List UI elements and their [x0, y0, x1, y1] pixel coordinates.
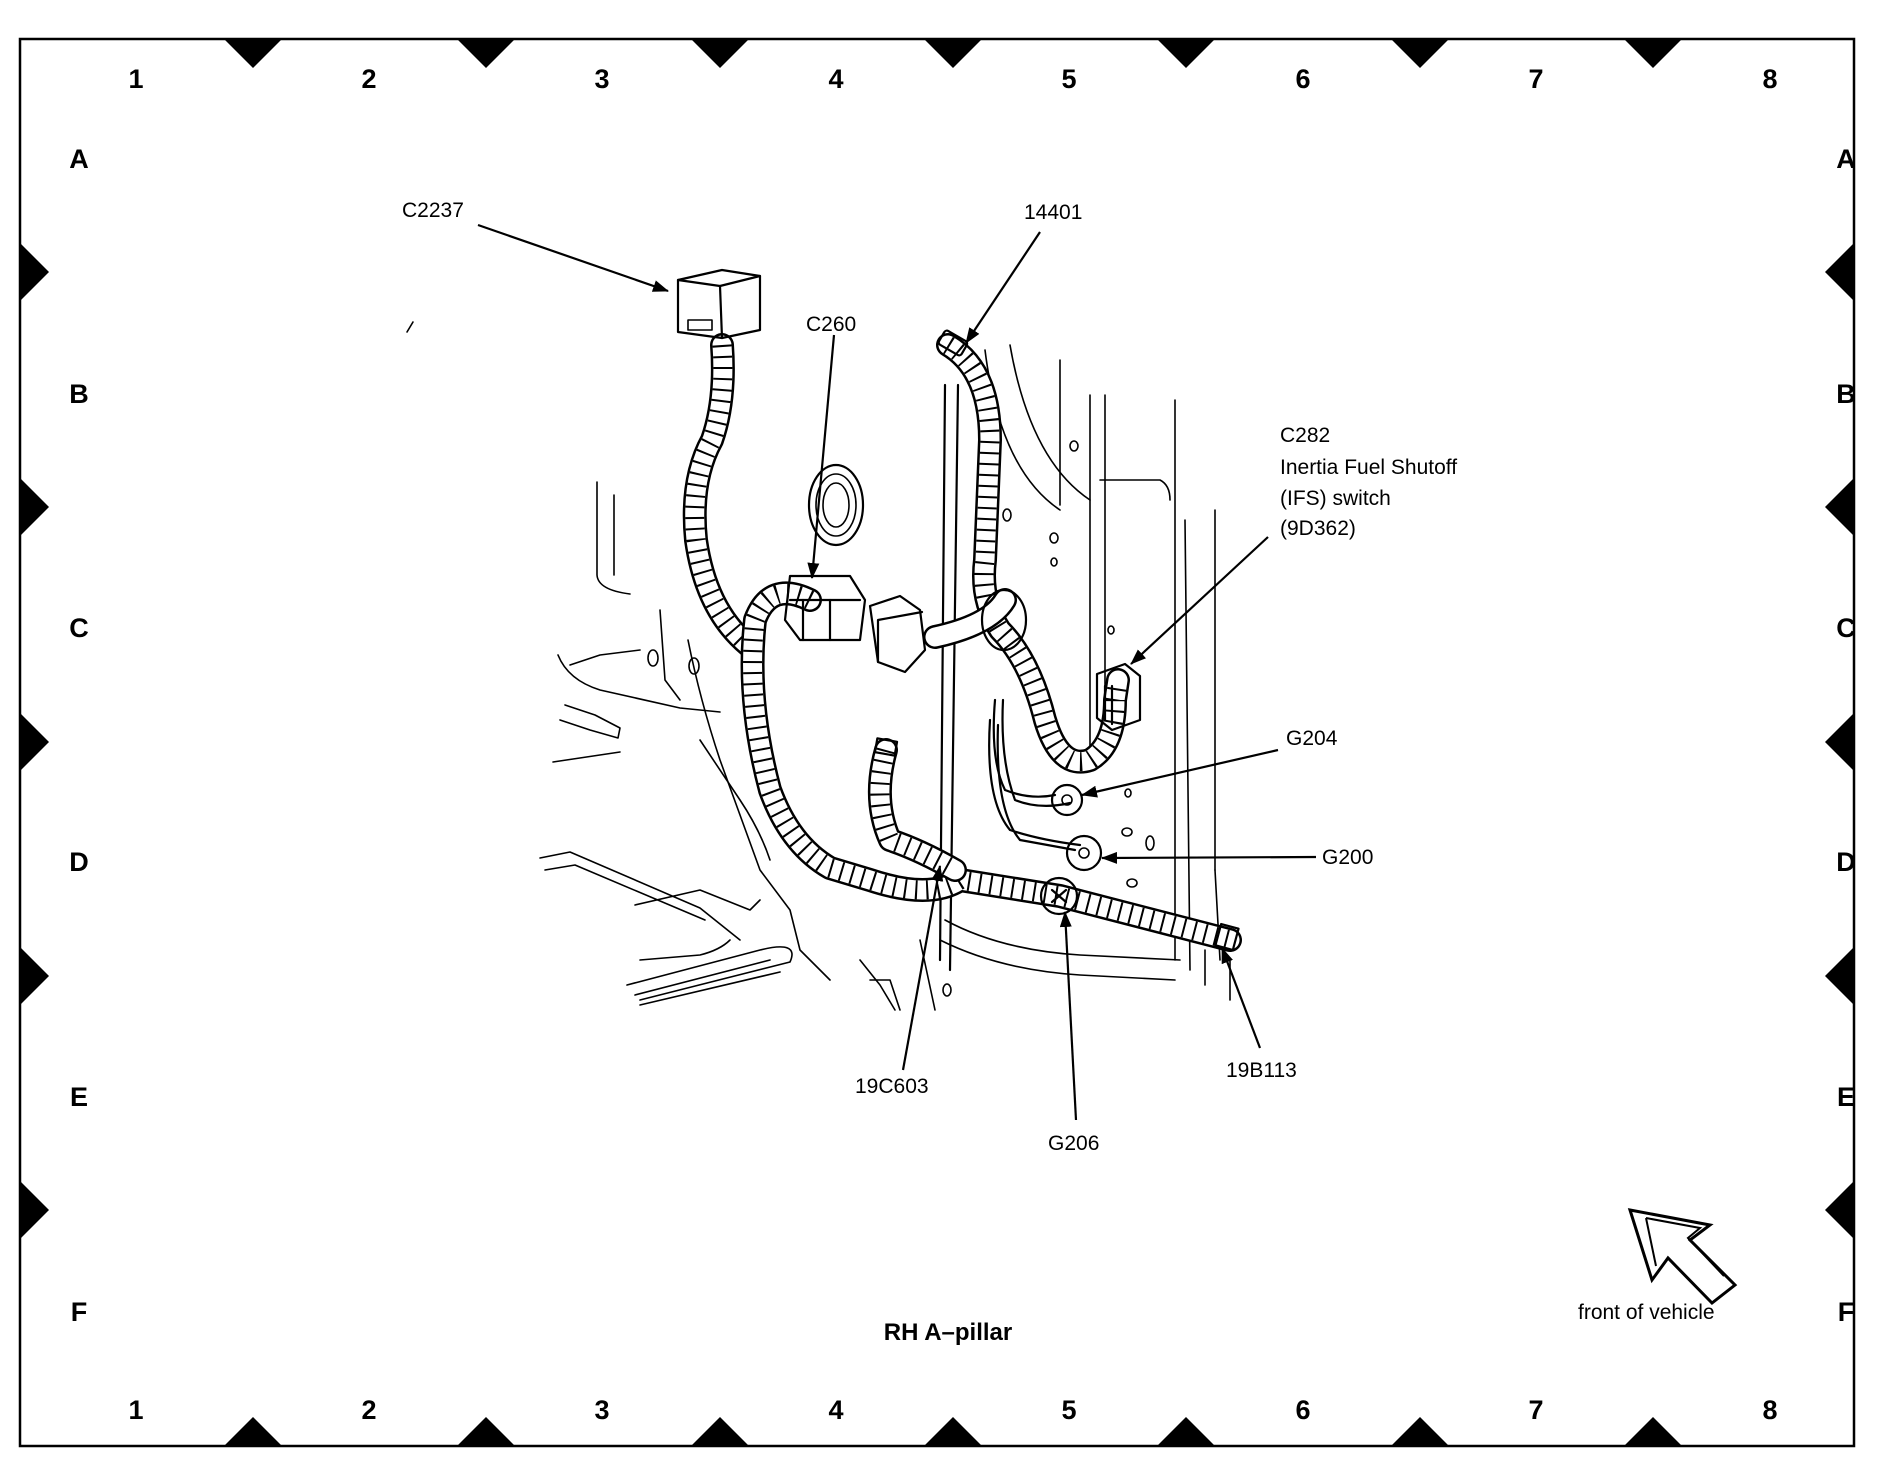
harness-branch-c260: [923, 588, 1028, 652]
grid-col-bottom-2: 2: [361, 1395, 376, 1425]
ground-eyelets: [1039, 783, 1103, 916]
zone-marker-bottom-6: [1392, 1417, 1448, 1445]
zone-marker-right-4: [1825, 948, 1853, 1004]
grid-col-bottom-8: 8: [1762, 1395, 1777, 1425]
label-c260: C260: [806, 313, 856, 336]
grid-row-right-c: C: [1836, 613, 1856, 643]
grid-col-top-3: 3: [594, 64, 609, 94]
callout-leaders: [477, 223, 1317, 1121]
grid-row-left-a: A: [69, 144, 89, 174]
harness-14401: [936, 329, 1130, 774]
connector-c2237: [676, 268, 762, 340]
callout-labels: C2237 14401 C260 C282 Inertia Fuel Shuto…: [402, 199, 1457, 1155]
label-19c603: 19C603: [855, 1075, 929, 1098]
diagram-frame: [18, 37, 1856, 1448]
label-ifs-line2: (IFS) switch: [1280, 487, 1391, 510]
zone-marker-top-4: [925, 40, 981, 68]
zone-marker-top-1: [225, 40, 281, 68]
zone-marker-top-6: [1392, 40, 1448, 68]
grid-col-top-8: 8: [1762, 64, 1777, 94]
label-g200: G200: [1322, 846, 1373, 869]
zone-marker-bottom-4: [925, 1417, 981, 1445]
label-ifs-line1: Inertia Fuel Shutoff: [1280, 456, 1457, 479]
zone-marker-left-2: [21, 479, 49, 535]
direction-arrow-icon: [1627, 1208, 1738, 1306]
zone-marker-top-3: [692, 40, 748, 68]
label-g204: G204: [1286, 727, 1338, 750]
zone-marker-top-5: [1158, 40, 1214, 68]
grid-row-labels-left: A B C D E F: [69, 144, 89, 1327]
label-g206: G206: [1048, 1132, 1099, 1155]
harness-c2237-feed: [682, 333, 760, 657]
grid-col-bottom-5: 5: [1061, 1395, 1076, 1425]
grid-row-right-e: E: [1837, 1082, 1855, 1112]
grid-col-top-5: 5: [1061, 64, 1076, 94]
grid-col-bottom-7: 7: [1528, 1395, 1543, 1425]
connector-c260: [783, 574, 927, 674]
zone-marker-left-4: [21, 948, 49, 1004]
ground-wires: [988, 698, 1082, 852]
grid-row-right-b: B: [1836, 379, 1856, 409]
grid-column-labels-bottom: 1 2 3 4 5 6 7 8: [128, 1395, 1777, 1425]
grid-row-right-f: F: [1838, 1297, 1855, 1327]
zone-marker-right-5: [1825, 1182, 1853, 1238]
grid-col-bottom-1: 1: [128, 1395, 143, 1425]
grid-row-left-b: B: [69, 379, 89, 409]
zone-marker-right-3: [1825, 714, 1853, 770]
front-of-vehicle-label: front of vehicle: [1578, 1301, 1715, 1324]
label-14401: 14401: [1024, 201, 1082, 224]
label-ifs-line3: (9D362): [1280, 517, 1356, 540]
zone-marker-right-1: [1825, 244, 1853, 300]
zone-marker-bottom-5: [1158, 1417, 1214, 1445]
grid-row-left-f: F: [71, 1297, 88, 1327]
grid-col-top-7: 7: [1528, 64, 1543, 94]
zone-marker-bottom-7: [1625, 1417, 1681, 1445]
label-c282: C282: [1280, 424, 1330, 447]
zone-marker-bottom-1: [225, 1417, 281, 1445]
grid-row-right-d: D: [1836, 847, 1856, 877]
label-19b113: 19B113: [1226, 1059, 1297, 1082]
grid-row-right-a: A: [1836, 144, 1856, 174]
grid-col-top-4: 4: [828, 64, 843, 94]
zone-markers: [21, 40, 1853, 1445]
grid-col-bottom-6: 6: [1295, 1395, 1310, 1425]
grid-col-top-6: 6: [1295, 64, 1310, 94]
grid-col-top-2: 2: [361, 64, 376, 94]
label-c2237: C2237: [402, 199, 464, 222]
harness-19c603: [740, 581, 1242, 952]
zone-marker-left-3: [21, 714, 49, 770]
harness-branch-19c603: [867, 737, 967, 882]
grid-row-left-c: C: [69, 613, 89, 643]
diagram-caption: RH A–pillar: [884, 1319, 1012, 1346]
zone-marker-left-1: [21, 244, 49, 300]
grid-row-left-d: D: [69, 847, 89, 877]
grid-col-bottom-3: 3: [594, 1395, 609, 1425]
connector-c282: [1095, 662, 1142, 732]
zone-marker-bottom-2: [458, 1417, 514, 1445]
grid-row-labels-right: A B C D E F: [1836, 144, 1856, 1327]
zone-marker-left-5: [21, 1182, 49, 1238]
zone-marker-top-2: [458, 40, 514, 68]
zone-marker-right-2: [1825, 479, 1853, 535]
grid-column-labels-top: 1 2 3 4 5 6 7 8: [128, 64, 1777, 94]
zone-marker-bottom-3: [692, 1417, 748, 1445]
grid-col-bottom-4: 4: [828, 1395, 843, 1425]
grid-col-top-1: 1: [128, 64, 143, 94]
grid-row-left-e: E: [70, 1082, 88, 1112]
zone-marker-top-7: [1625, 40, 1681, 68]
